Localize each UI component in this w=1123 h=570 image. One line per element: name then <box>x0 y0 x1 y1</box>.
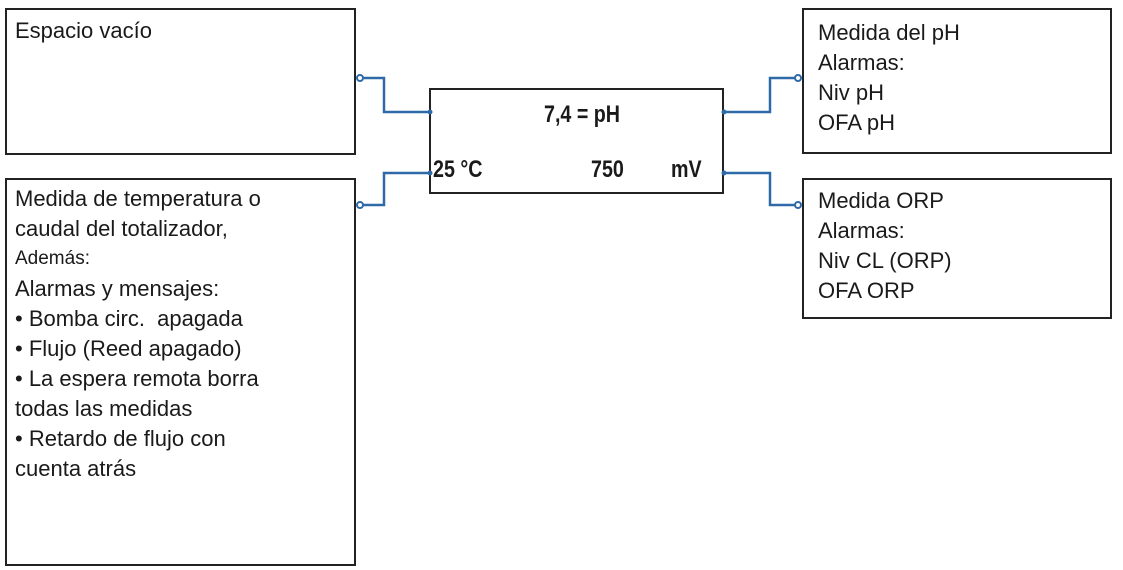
orp-line: Niv CL (ORP) <box>818 248 952 273</box>
orp-line: Medida ORP <box>818 188 944 213</box>
display-mv-value: 750 <box>591 156 624 183</box>
temp-line: • Retardo de flujo con <box>15 426 226 451</box>
temperature-info-box: Medida de temperatura o caudal del total… <box>5 178 356 566</box>
ph-info-box: Medida del pH Alarmas: Niv pH OFA pH <box>802 8 1112 154</box>
connector-endpoint <box>794 74 802 82</box>
empty-space-label: Espacio vacío <box>15 18 152 43</box>
orp-line: OFA ORP <box>818 278 915 303</box>
connector-temp-to-display <box>362 171 430 207</box>
temp-line: todas las medidas <box>15 396 193 421</box>
orp-info-box: Medida ORP Alarmas: Niv CL (ORP) OFA ORP <box>802 178 1112 319</box>
ph-line: Alarmas: <box>818 50 905 75</box>
temp-line: Además: <box>15 248 90 269</box>
ph-line: Niv pH <box>818 80 885 105</box>
temp-line: • Flujo (Reed apagado) <box>15 336 242 361</box>
connector-endpoint <box>356 201 364 209</box>
lcd-display: 7,4 = pH 25 °C 750 mV <box>429 88 724 194</box>
orp-line: Alarmas: <box>818 218 905 243</box>
empty-space-box: Espacio vacío <box>5 8 356 155</box>
temp-line: Alarmas y mensajes: <box>15 276 220 301</box>
connector-display-to-orp <box>724 171 796 207</box>
display-mv-unit: mV <box>671 156 702 183</box>
temp-line: caudal del totalizador, <box>15 216 228 241</box>
temp-line: • La espera remota borra <box>15 366 259 391</box>
temp-line: cuenta atrás <box>15 456 137 481</box>
ph-line: Medida del pH <box>818 20 960 45</box>
connector-display-to-ph <box>724 76 796 114</box>
temp-line: • Bomba circ. apagada <box>15 306 243 331</box>
connector-endpoint <box>356 74 364 82</box>
display-temperature: 25 °C <box>433 156 483 183</box>
display-ph-reading: 7,4 = pH <box>544 101 621 128</box>
connector-empty-to-display <box>362 76 430 114</box>
connector-endpoint <box>794 201 802 209</box>
temp-line: Medida de temperatura o <box>15 186 261 211</box>
ph-line: OFA pH <box>818 110 896 135</box>
